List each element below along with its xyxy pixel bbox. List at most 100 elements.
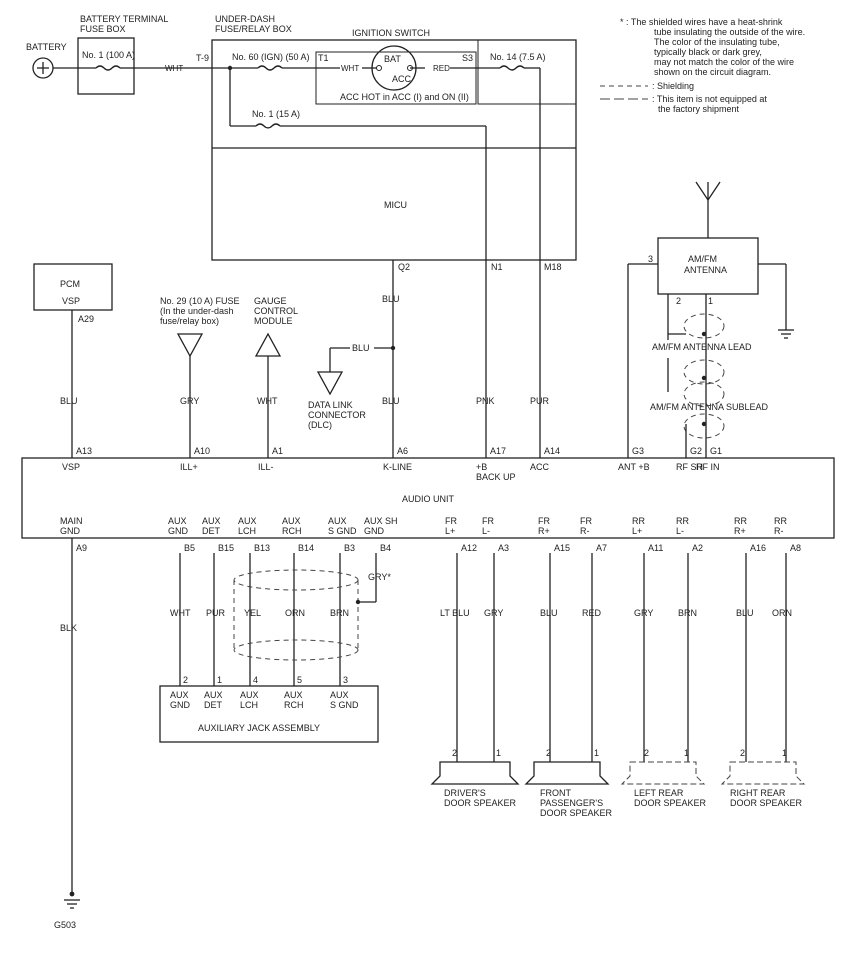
audio-bottom-name: RR	[734, 516, 747, 526]
aux-pin-label: AUX	[330, 690, 349, 700]
audio-bottom-name-2: R-	[774, 526, 784, 536]
audio-pin-label: G1	[710, 446, 722, 456]
antenna-icon	[695, 181, 721, 202]
audio-bottom-name-2: S GND	[328, 526, 357, 536]
audio-unit-label: AUDIO UNIT	[402, 494, 455, 504]
audio-pin-label: A6	[397, 446, 408, 456]
svg-text:GRY*: GRY*	[368, 572, 391, 582]
svg-text:BRN: BRN	[678, 608, 697, 618]
svg-text:shown on the circuit diagram.: shown on the circuit diagram.	[654, 67, 771, 77]
svg-text:YEL: YEL	[244, 608, 261, 618]
svg-text:GRY: GRY	[484, 608, 503, 618]
audio-unit	[21, 457, 835, 539]
audio-bottom-pin: A11	[648, 543, 663, 553]
aux-pin-label-2: LCH	[240, 700, 258, 710]
aux-pin-number: 1	[217, 675, 222, 685]
audio-terminal-name: RF IN	[696, 462, 720, 472]
svg-text:PUR: PUR	[530, 396, 550, 406]
audio-bottom-name-2: GND	[364, 526, 385, 536]
audio-pin-label: A13	[76, 446, 92, 456]
antenna-sublead-label: AM/FM ANTENNA SUBLEAD	[650, 402, 769, 412]
svg-text:The color of the insulating tu: The color of the insulating tube,	[654, 37, 780, 47]
audio-terminal-name: +B	[476, 462, 487, 472]
audio-bottom-name: RR	[676, 516, 689, 526]
fuse-15a-label: No. 1 (15 A)	[252, 109, 300, 119]
audio-bottom-name: FR	[580, 516, 592, 526]
svg-text:BLK: BLK	[60, 623, 77, 633]
audio-terminal-name-2: BACK UP	[476, 472, 516, 482]
fuse-icon	[257, 65, 283, 71]
svg-text:S3: S3	[462, 53, 473, 63]
underdash-fuse-relay-box	[211, 39, 577, 261]
svg-text:DOOR SPEAKER: DOOR SPEAKER	[444, 798, 517, 808]
fuse-29-label: No. 29 (10 A) FUSE	[160, 296, 240, 306]
svg-text:DRIVER'S: DRIVER'S	[444, 788, 486, 798]
audio-terminal-name: RF SH	[676, 462, 703, 472]
acc-hot-note: ACC HOT in ACC (I) and ON (II)	[340, 92, 469, 102]
svg-text:LT BLU: LT BLU	[440, 608, 470, 618]
svg-text:BAT: BAT	[384, 54, 401, 64]
left-rear-door-speaker: 2 1 LEFT REAR DOOR SPEAKER	[620, 748, 707, 808]
audio-bottom-name-2: LCH	[238, 526, 256, 536]
svg-text:FUSE BOX: FUSE BOX	[80, 24, 126, 34]
svg-text:RED: RED	[582, 608, 602, 618]
battery-fuse-box-title: BATTERY TERMINAL	[80, 14, 168, 24]
ignition-switch-title: IGNITION SWITCH	[352, 28, 430, 38]
svg-text:2: 2	[676, 296, 681, 306]
fuse-icon	[499, 65, 525, 71]
audio-bottom-pin: B15	[218, 543, 234, 553]
svg-text:MODULE: MODULE	[254, 316, 293, 326]
aux-pin-number: 4	[253, 675, 258, 685]
svg-text:BLU: BLU	[736, 608, 754, 618]
svg-text:the factory shipment: the factory shipment	[658, 104, 740, 114]
svg-text:ORN: ORN	[285, 608, 305, 618]
audio-terminal-name: VSP	[62, 462, 80, 472]
audio-bottom-name: RR	[632, 516, 645, 526]
svg-text:BLU: BLU	[540, 608, 558, 618]
svg-text:T1: T1	[318, 53, 329, 63]
audio-bottom-name: AUX	[282, 516, 301, 526]
aux-pin-label: AUX	[284, 690, 303, 700]
pcm-box	[33, 263, 113, 311]
audio-bottom-name: FR	[538, 516, 550, 526]
auxiliary-jack-assembly	[159, 685, 379, 743]
audio-pin-label: A10	[194, 446, 210, 456]
dlc-connector-icon	[316, 371, 344, 396]
svg-text:RIGHT REAR: RIGHT REAR	[730, 788, 786, 798]
svg-text:1: 1	[782, 748, 787, 758]
gauge-connector-icon	[254, 332, 282, 357]
pcm-label: PCM	[60, 279, 80, 289]
audio-bottom-pin: B3	[344, 543, 355, 553]
audio-terminal-name: ANT +B	[618, 462, 650, 472]
aux-pin-label: AUX	[170, 690, 189, 700]
audio-bottom-name: AUX	[238, 516, 257, 526]
audio-pin-label: G3	[632, 446, 644, 456]
ground-g503: G503	[54, 920, 76, 930]
fuse-29-connector-icon	[176, 333, 204, 358]
aux-pin-number: 3	[343, 675, 348, 685]
aux-pin-label: AUX	[204, 690, 223, 700]
svg-text:A29: A29	[78, 314, 94, 324]
audio-pin-label: A14	[544, 446, 560, 456]
svg-text:CONNECTOR: CONNECTOR	[308, 410, 366, 420]
svg-text:PASSENGER'S: PASSENGER'S	[540, 798, 603, 808]
svg-text:(DLC): (DLC)	[308, 420, 332, 430]
fuse-icon	[95, 65, 121, 71]
audio-terminal-name: ACC	[530, 462, 550, 472]
svg-text:WHT: WHT	[170, 608, 191, 618]
svg-text:1: 1	[496, 748, 501, 758]
aux-pin-label: AUX	[240, 690, 259, 700]
svg-text:M18: M18	[544, 262, 562, 272]
svg-text:ORN: ORN	[772, 608, 792, 618]
aux-pin-label-2: DET	[204, 700, 223, 710]
audio-bottom-pin: A16	[750, 543, 766, 553]
antenna-label: AM/FM	[688, 254, 717, 264]
audio-pin-label: A1	[272, 446, 283, 456]
audio-unit-bottom-pins: MAINGNDA9AUXGNDB5AUXDETB15AUXLCHB13AUXRC…	[60, 516, 801, 553]
svg-text:N1: N1	[491, 262, 503, 272]
underdash-box-title: UNDER-DASH	[215, 14, 275, 24]
audio-bottom-name-2: L+	[632, 526, 642, 536]
dlc-label: DATA LINK	[308, 400, 353, 410]
